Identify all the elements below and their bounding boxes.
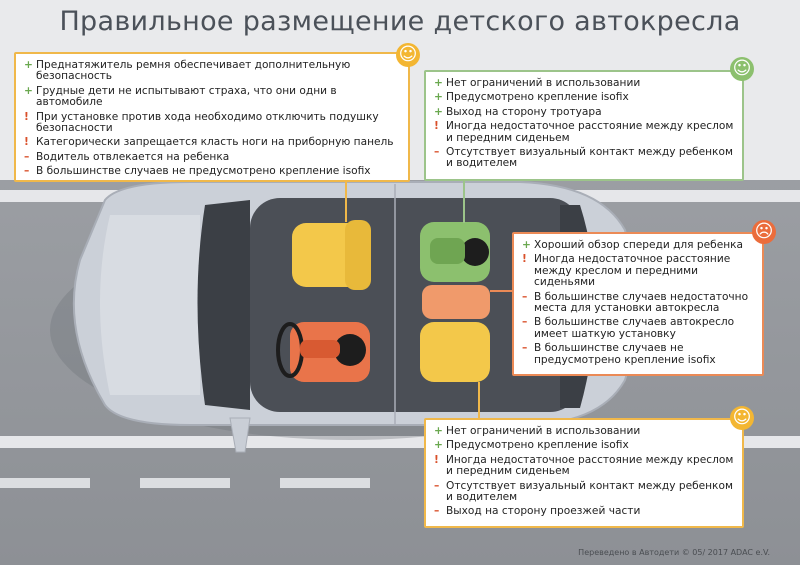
con-mark: – bbox=[24, 165, 30, 178]
connector-rear-right bbox=[463, 181, 465, 223]
happy-smiley-icon: ☺ bbox=[730, 406, 754, 430]
list-item-text: Категорически запрещается класть ноги на… bbox=[36, 136, 394, 149]
pro-mark: + bbox=[24, 59, 33, 71]
list-item-text: В большинстве случаев автокресло имеет ш… bbox=[534, 316, 735, 340]
con-mark: – bbox=[434, 146, 440, 159]
list-item: ! Иногда недостаточное расстояние между … bbox=[522, 253, 754, 289]
warning-mark: ! bbox=[522, 253, 527, 266]
list-item: – В большинстве случаев не предусмотрено… bbox=[522, 342, 754, 366]
rear-passenger-head bbox=[461, 238, 489, 266]
warning-mark: ! bbox=[434, 120, 439, 133]
list-item-text: Отсутствует визуальный контакт между реб… bbox=[446, 146, 733, 170]
list-item: ! Категорически запрещается класть ноги … bbox=[24, 136, 400, 149]
front-passenger-info-box: + Преднатяжитель ремня обеспечивает допо… bbox=[14, 52, 410, 182]
list-item-text: Иногда недостаточное расстояние между кр… bbox=[446, 453, 734, 478]
pro-mark: + bbox=[434, 439, 443, 452]
list-item-text: При установке против хода необходимо отк… bbox=[36, 110, 379, 135]
page-title: Правильное размещение детского автокресл… bbox=[59, 6, 741, 37]
list-item-text: Преднатяжитель ремня обеспечивает дополн… bbox=[36, 59, 351, 83]
list-item: – Выход на сторону проезжей части bbox=[434, 505, 734, 518]
list-item: + Преднатяжитель ремня обеспечивает допо… bbox=[24, 59, 400, 83]
list-item: + Грудные дети не испытывают страха, что… bbox=[24, 84, 400, 109]
list-item: – Отсутствует визуальный контакт между р… bbox=[434, 479, 734, 504]
list-item: – В большинстве случаев недостаточно мес… bbox=[522, 290, 754, 315]
list-item: + Нет ограничений в использовании bbox=[434, 77, 734, 89]
pro-mark: + bbox=[434, 91, 443, 104]
road-dash bbox=[280, 478, 370, 488]
front-passenger-seat-back bbox=[345, 220, 371, 290]
list-item-text: В большинстве случаев недостаточно места… bbox=[534, 290, 749, 315]
list-item-text: Отсутствует визуальный контакт между реб… bbox=[446, 479, 733, 504]
rear-passenger-body bbox=[430, 238, 465, 264]
warning-mark: ! bbox=[24, 136, 29, 149]
pro-mark: + bbox=[434, 105, 443, 118]
rear-middle-seat bbox=[422, 285, 490, 319]
happy-smiley-icon: ☺ bbox=[730, 57, 754, 81]
connector-rear-left bbox=[478, 382, 480, 418]
list-item-text: Выход на сторону тротуара bbox=[446, 105, 602, 118]
driver-head bbox=[334, 334, 366, 366]
list-item-text: Нет ограничений в использовании bbox=[446, 77, 641, 89]
warning-mark: ! bbox=[434, 453, 439, 466]
list-item-text: Выход на сторону проезжей части bbox=[446, 505, 641, 518]
list-item: – В большинстве случаев не предусмотрено… bbox=[24, 165, 400, 178]
list-item-text: Иногда недостаточное расстояние между кр… bbox=[534, 253, 731, 289]
rear-right-info-box: + Нет ограничений в использовании + Пред… bbox=[424, 70, 744, 181]
neutral-smiley-icon: ☹ bbox=[752, 220, 776, 244]
list-item: ! При установке против хода необходимо о… bbox=[24, 110, 400, 135]
list-item: + Нет ограничений в использовании bbox=[434, 425, 734, 437]
pro-mark: + bbox=[434, 77, 443, 89]
list-item: + Хороший обзор спереди для ребенка bbox=[522, 239, 754, 251]
rear-left-seat bbox=[420, 322, 490, 382]
rear-middle-info-box: + Хороший обзор спереди для ребенка ! Ин… bbox=[512, 232, 764, 376]
list-item-text: В большинстве случаев не предусмотрено к… bbox=[534, 342, 716, 366]
road-dash bbox=[140, 478, 230, 488]
list-item-text: Водитель отвлекается на ребенка bbox=[36, 150, 230, 163]
con-mark: – bbox=[434, 479, 440, 492]
list-item-text: Предусмотрено крепление isofix bbox=[446, 439, 629, 452]
list-item: + Предусмотрено крепление isofix bbox=[434, 91, 734, 104]
rear-left-info-box: + Нет ограничений в использовании + Пред… bbox=[424, 418, 744, 528]
list-item-text: Грудные дети не испытывают страха, что о… bbox=[36, 84, 337, 109]
list-item-text: Иногда недостаточное расстояние между кр… bbox=[446, 120, 734, 144]
happy-smiley-icon: ☺ bbox=[396, 43, 420, 67]
road-dash bbox=[0, 478, 90, 488]
list-item-text: Хороший обзор спереди для ребенка bbox=[534, 239, 744, 251]
windshield bbox=[197, 200, 250, 410]
con-mark: – bbox=[522, 290, 528, 303]
driver-arms bbox=[300, 340, 340, 358]
warning-mark: ! bbox=[24, 110, 29, 123]
con-mark: – bbox=[522, 342, 528, 355]
list-item: – В большинстве случаев автокресло имеет… bbox=[522, 317, 754, 340]
pro-mark: + bbox=[24, 84, 33, 97]
list-item: ! Иногда недостаточное расстояние между … bbox=[434, 453, 734, 478]
list-item: + Выход на сторону тротуара bbox=[434, 105, 734, 118]
connector-front bbox=[345, 182, 347, 222]
list-item: – Отсутствует визуальный контакт между р… bbox=[434, 146, 734, 170]
list-item: – Водитель отвлекается на ребенка bbox=[24, 150, 400, 163]
footer-credit: Переведено в Автодети © 05/ 2017 ADAC e.… bbox=[578, 548, 770, 557]
list-item-text: Нет ограничений в использовании bbox=[446, 425, 641, 437]
list-item-text: В большинстве случаев не предусмотрено к… bbox=[36, 165, 371, 178]
con-mark: – bbox=[522, 316, 528, 329]
list-item: ! Иногда недостаточное расстояние между … bbox=[434, 120, 734, 144]
con-mark: – bbox=[24, 150, 30, 163]
list-item-text: Предусмотрено крепление isofix bbox=[446, 91, 629, 104]
pro-mark: + bbox=[434, 425, 443, 437]
connector-rear-middle bbox=[490, 290, 512, 292]
side-mirror bbox=[229, 417, 251, 453]
car-hood bbox=[100, 215, 200, 395]
con-mark: – bbox=[434, 505, 440, 518]
pro-mark: + bbox=[522, 239, 531, 251]
list-item: + Предусмотрено крепление isofix bbox=[434, 439, 734, 452]
